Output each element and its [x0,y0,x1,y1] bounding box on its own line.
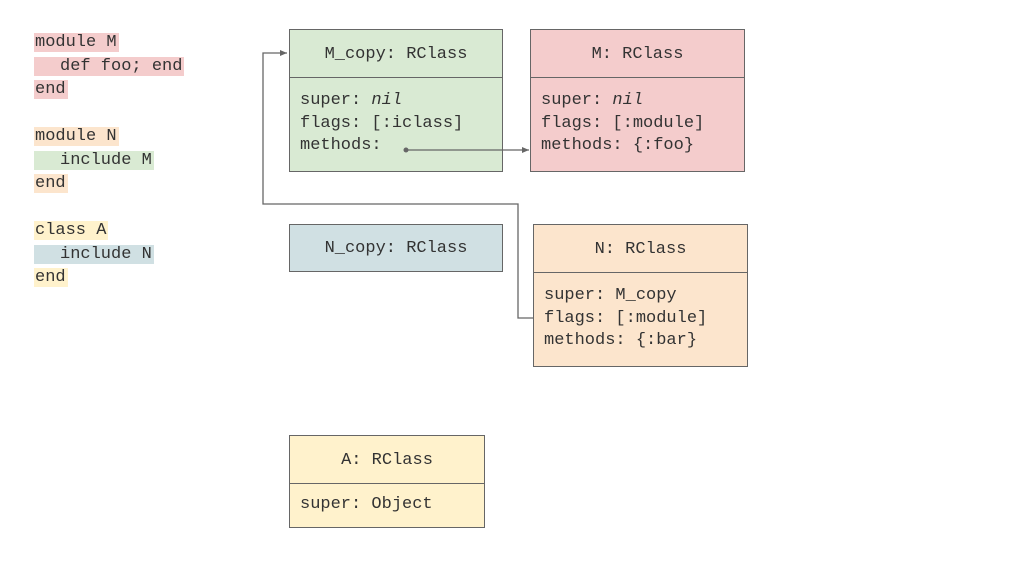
code-snippet: module M def foo; end end module N inclu… [34,31,185,313]
n-rclass-box: N: RClass super: M_copy flags: [:module]… [533,224,748,367]
code-class-a: class A include N end [34,219,184,290]
box-body: super: nil flags: [:iclass] methods: [290,78,502,158]
box-body: super: M_copy flags: [:module] methods: … [534,273,747,353]
code-line: include N [60,244,152,264]
code-module-m: module M def foo; end end [34,31,185,102]
super-field: super: nil [300,91,403,110]
box-title: M: RClass [531,30,744,78]
code-line: class A [34,221,109,240]
box-title: A: RClass [290,436,484,484]
flags-field: flags: [:module] [541,113,705,133]
m-copy-rclass-box: M_copy: RClass super: nil flags: [:iclas… [289,29,503,172]
box-title: M_copy: RClass [290,30,502,78]
a-rclass-box: A: RClass super: Object [289,435,485,528]
box-body: super: nil flags: [:module] methods: {:f… [531,78,744,158]
box-title: N: RClass [534,225,747,273]
box-title: N_copy: RClass [324,239,468,258]
code-line: end [34,268,68,287]
methods-field: methods: {:foo} [541,136,695,155]
n-copy-rclass-box: N_copy: RClass [289,224,503,272]
flags-field: flags: [:module] [544,308,708,328]
code-line: end [34,174,68,193]
super-value: nil [371,91,403,110]
super-field: super: nil [541,91,644,110]
methods-field: methods: [300,136,382,155]
code-line: def foo; end [60,56,183,76]
code-line: module N [34,127,119,146]
code-line: module M [34,33,119,52]
m-rclass-box: M: RClass super: nil flags: [:module] me… [530,29,745,172]
super-field: super: M_copy [544,286,677,305]
box-body: super: Object [290,484,484,517]
code-module-n: module N include M end [34,125,184,196]
code-line: end [34,80,68,99]
flags-field: flags: [:iclass] [300,113,464,133]
super-field: super: Object [300,495,433,514]
methods-field: methods: {:bar} [544,331,698,350]
code-line: include M [60,150,152,170]
super-value: nil [612,91,644,110]
